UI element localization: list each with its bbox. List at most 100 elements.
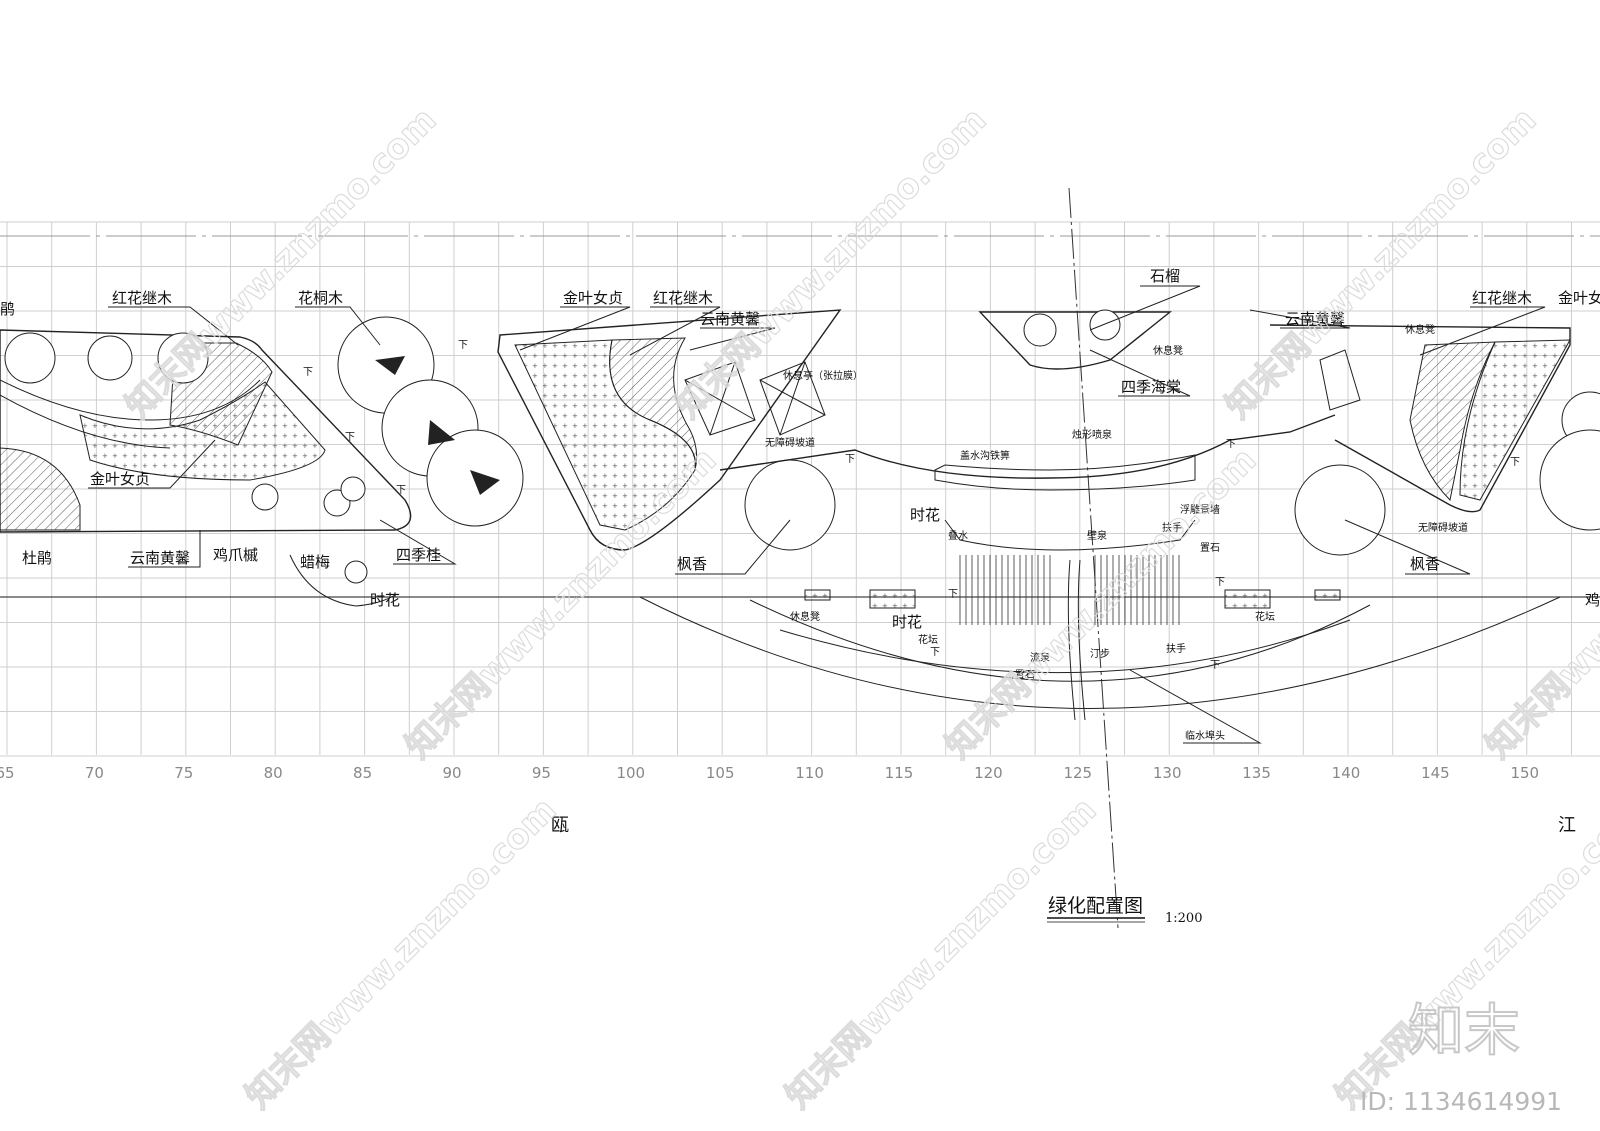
watermark-9: 知末网www.znzmo.com: [1328, 790, 1600, 1116]
slope-down-marker: 下: [345, 432, 355, 443]
slope-down-marker: 下: [1215, 577, 1225, 588]
leader-honghuajimu-2: [629, 306, 721, 356]
leader-shiliu: [1089, 285, 1201, 331]
label-dujuan: 杜鹃: [22, 549, 52, 567]
label-jinyenvzhen-2: 金叶女: [1558, 289, 1600, 307]
label-fushou-2: 扶手: [1166, 642, 1186, 655]
label-honghuajimu-2: 红花继木: [653, 289, 713, 307]
watermark-7: 知末网www.znzmo.com: [238, 790, 564, 1116]
plaza-top-edge: [719, 414, 1336, 479]
label-lamei: 蜡梅: [300, 553, 330, 571]
pavilion-3: [1319, 349, 1361, 411]
river-name-right: 江: [1558, 815, 1576, 836]
bench-right: [1314, 589, 1341, 601]
label-jinyenvzhen-1: 金叶女贞: [563, 289, 623, 307]
tree-marker-2: [428, 420, 455, 445]
label-xiuxideng-1: 休息凳: [1153, 344, 1183, 357]
shiliu-tree-2: [1089, 309, 1121, 341]
brand-id: ID: 1134614991: [1360, 1087, 1562, 1116]
label-tingbu: 汀步: [1090, 648, 1110, 660]
label-jinyenvzhen-3: 金叶女贞: [90, 470, 150, 488]
leader-honghuajimu-3: [1419, 306, 1546, 356]
label-yunnanhuangxin-1: 云南黄馨: [700, 310, 760, 328]
chainage-tick-label: 150: [1510, 764, 1539, 782]
dotted-bed-3: [1459, 339, 1571, 501]
watermark-8: 知末网www.znzmo.com: [778, 790, 1104, 1116]
label-sijigui: 四季桂: [396, 546, 441, 564]
slope-down-marker: 下: [948, 589, 958, 600]
label-right-edge: 鸡: [1585, 591, 1600, 609]
label-honghuajimu-3: 红花继木: [1472, 289, 1532, 307]
drawing-scale: 1:200: [1165, 911, 1202, 926]
label-xiuxideng-2: 休息凳: [1405, 323, 1435, 336]
leader-jinyenvzhen-3: [88, 439, 216, 489]
shihua-curve: [289, 554, 396, 607]
chainage-tick-label: 145: [1421, 764, 1450, 782]
slope-down-marker: 下: [1226, 439, 1236, 450]
chainage-tick-label: 95: [532, 764, 551, 782]
slope-down-marker: 下: [1510, 457, 1520, 468]
shihua-tree: [344, 560, 368, 584]
fengxiang-tree-2: [1294, 464, 1386, 556]
path-curve-2: [0, 394, 171, 449]
chainage-tick-label: 90: [442, 764, 461, 782]
chainage-tick-label: 110: [795, 764, 824, 782]
label-sijihaitang: 四季海棠: [1121, 378, 1181, 396]
slope-down-marker: 下: [396, 485, 406, 496]
chainage-tick-label: 135: [1242, 764, 1271, 782]
label-yunnanhuangxin-2: 云南黄馨: [1285, 310, 1345, 328]
label-dieshui: 叠水: [948, 530, 968, 542]
label-wuzhangai-1: 无障碍坡道: [765, 436, 815, 449]
water-trough: [934, 454, 1196, 491]
bench-left: [804, 589, 831, 601]
leader-yunnanhuangxin-2: [1249, 309, 1351, 329]
label-wuzhangai-2: 无障碍坡道: [1418, 521, 1468, 534]
path-curve-1: [0, 379, 261, 421]
label-fudiaojingqiang: 浮雕景墙: [1180, 503, 1220, 516]
label-zhuxingpenquan: 烛形喷泉: [1072, 428, 1112, 441]
central-plaza: [639, 309, 1561, 721]
label-huatan-1: 花坛: [918, 633, 938, 646]
shrub-3: [157, 332, 209, 384]
leader-huatongmu: [295, 306, 381, 346]
label-huatan-2: 花坛: [1255, 610, 1275, 623]
watermarks: 知末网www.znzmo.com 知末网www.znzmo.com 知末网www…: [117, 100, 1600, 1117]
label-fengxiang-1: 枫香: [677, 555, 707, 573]
terrace-arc-1: [779, 619, 1351, 674]
steps-left: [959, 555, 1051, 625]
middle-garden: [497, 309, 842, 551]
hatch-bed-2: [0, 447, 81, 531]
label-dujuan-top: 鹃: [0, 300, 15, 318]
left-bed-outline: [0, 329, 412, 533]
dujuan-shrub-1: [4, 332, 56, 384]
right-edge-tree-2: [1539, 429, 1600, 531]
chainage-tick-label: 70: [85, 764, 104, 782]
waterfront-arc: [639, 596, 1561, 709]
stream-2: [1077, 559, 1086, 721]
label-zhishi-1: 置石: [1200, 542, 1220, 554]
leader-linshuibutou: [1129, 669, 1262, 744]
triangle-bed-outline: [497, 309, 842, 551]
lamei-tree: [251, 483, 279, 511]
river-name-left: 瓯: [551, 815, 569, 836]
shiliu-bed: [978, 311, 1172, 370]
chainage-tick-label: 130: [1153, 764, 1182, 782]
chainage-tick-label: 80: [264, 764, 283, 782]
chainage-tick-label: 100: [616, 764, 645, 782]
fountain-wall: [944, 519, 1196, 551]
chainage-tick-label: 115: [885, 764, 914, 782]
label-biquan: 壁泉: [1087, 529, 1107, 542]
right-garden: [1269, 324, 1600, 556]
chainage-tick-label: 75: [174, 764, 193, 782]
tree-marker-3: [470, 470, 500, 495]
leader-fengxiang-1: [675, 519, 791, 575]
leader-yunnanhuangxin-1: [689, 327, 776, 351]
drawing-title: 绿化配置图: [1048, 895, 1143, 917]
dotted-bed-1: [79, 381, 326, 481]
label-shihua-1: 时花: [370, 591, 400, 609]
right-bed-outline: [1269, 324, 1571, 513]
pavilion-diagonals: [684, 361, 826, 436]
chainage-tick-label: 85: [353, 764, 372, 782]
